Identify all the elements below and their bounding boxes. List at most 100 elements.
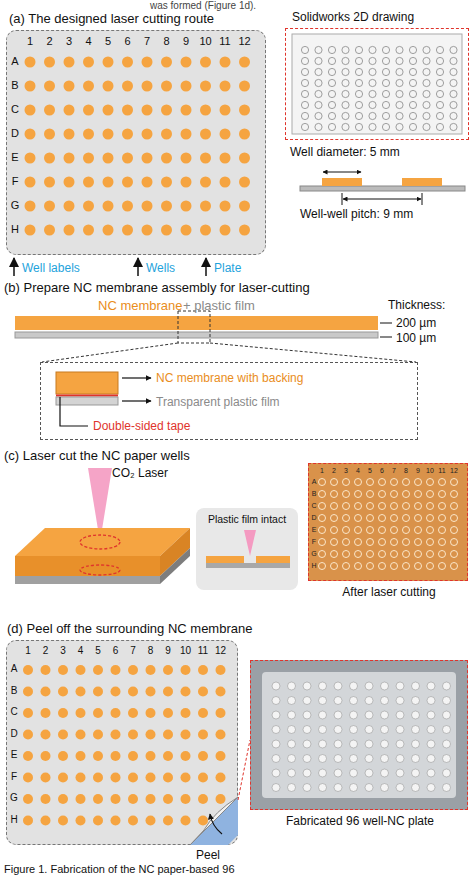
node-text: NC membrane with backing (156, 371, 396, 385)
column-label: 12 (449, 467, 459, 475)
plate-panel: (a) The designed laser cutting route (6, 30, 266, 255)
column-label: 7 (125, 645, 141, 657)
dimension: 200 µm (396, 316, 466, 330)
column-label: 10 (197, 35, 215, 48)
part-name: NC membrane (98, 298, 188, 314)
zoom-line (42, 343, 178, 362)
inset-frame: NC membrane with backingTransparent plas… (40, 362, 418, 440)
film-side (160, 548, 190, 584)
part-name: Peel (196, 848, 236, 862)
plate-panel: (d) Peel off the surrounding NC membrane (6, 640, 238, 845)
figure-caption: Figure 1. Fabrication of the NC paper-ba… (4, 863, 235, 876)
dimension-tick (342, 193, 343, 205)
drawing-frame: Solidworks 2D drawing (285, 28, 469, 140)
dimension: Well-well pitch: 9 mm (300, 207, 470, 221)
column-label: 11 (216, 35, 234, 48)
column-label: 5 (90, 645, 106, 657)
row-label: B (310, 490, 318, 498)
film-layer (15, 576, 160, 584)
pointer-arrow (122, 400, 151, 401)
well-section (322, 178, 362, 186)
node-text: Double-sided tape (93, 419, 293, 433)
row-label: E (8, 151, 22, 164)
dimension-arrow (323, 172, 361, 173)
row-label: D (8, 127, 22, 140)
column-label: 6 (377, 467, 387, 475)
pointer-arrow (205, 258, 207, 276)
leader-line (60, 397, 88, 426)
laser-beam (88, 468, 112, 542)
column-label: 2 (329, 467, 339, 475)
row-label: D (310, 514, 318, 522)
column-label: 5 (99, 35, 117, 48)
column-label: 3 (55, 645, 71, 657)
column-label: 12 (213, 645, 229, 657)
dimension-tick (380, 323, 392, 324)
inset-box: Plastic film intact (196, 508, 298, 590)
column-label: 1 (317, 467, 327, 475)
column-label: 10 (425, 467, 435, 475)
zoom-line (238, 740, 250, 800)
row-label: A (7, 663, 21, 675)
pointer-arrow (122, 377, 151, 378)
dimension-arrow (343, 199, 421, 200)
pointer-arrow (137, 258, 139, 276)
row-label: B (7, 685, 21, 697)
film-layer (15, 332, 378, 338)
dimension: 100 µm (396, 331, 466, 345)
row-label: H (8, 223, 22, 236)
column-label: 9 (160, 645, 176, 657)
column-label: 8 (158, 35, 176, 48)
row-label: E (310, 526, 318, 534)
row-label: H (310, 562, 318, 570)
row-label: A (8, 55, 22, 68)
column-label: 3 (341, 467, 351, 475)
well-section (402, 178, 442, 186)
node-text: Fabricated 96 well-NC plate (251, 814, 469, 828)
film-layer (56, 397, 118, 405)
column-label: 5 (365, 467, 375, 475)
part-name: Wells (146, 261, 206, 275)
part-name: CO₂ Laser (112, 466, 192, 480)
node-text: (a) The designed laser cutting route (9, 11, 309, 27)
column-label: 9 (177, 35, 195, 48)
dimension: Thickness: (388, 298, 472, 312)
row-label: D (7, 728, 21, 740)
block-front (15, 556, 160, 576)
cut-outline (80, 565, 120, 575)
column-label: 8 (401, 467, 411, 475)
column-label: 11 (195, 645, 211, 657)
zoom-line (210, 343, 416, 362)
column-label: 4 (73, 645, 89, 657)
column-label: 4 (353, 467, 363, 475)
column-label: 11 (437, 467, 447, 475)
dimension-tick (380, 337, 392, 338)
column-label: 1 (21, 35, 39, 48)
photo-frame: After laser cutting (308, 463, 468, 581)
part-name: Well labels (22, 261, 112, 275)
row-label: C (7, 706, 21, 718)
column-label: 2 (41, 35, 59, 48)
node-text: (d) Peel off the surrounding NC membrane (7, 621, 407, 637)
column-label: 7 (138, 35, 156, 48)
column-label: 2 (38, 645, 54, 657)
row-label: F (7, 771, 21, 783)
column-label: 9 (413, 467, 423, 475)
row-label: G (8, 199, 22, 212)
row-label: H (7, 814, 21, 826)
column-label: 4 (80, 35, 98, 48)
row-label: B (8, 79, 22, 92)
row-label: C (310, 502, 318, 510)
node-text: After laser cutting (309, 585, 469, 599)
row-label: A (310, 478, 318, 486)
photo-frame: Fabricated 96 well-NC plate (250, 660, 468, 810)
panel-heading: (c) Laser cut the NC paper wells (4, 448, 304, 464)
node-text: Plastic film intact (198, 513, 296, 526)
block-top (15, 528, 190, 556)
zoom-box (178, 311, 210, 343)
panel-heading: (b) Prepare NC membrane assembly for las… (4, 280, 474, 296)
part-name: Plate (214, 261, 264, 275)
column-label: 12 (236, 35, 254, 48)
dimension-tick (422, 193, 423, 205)
